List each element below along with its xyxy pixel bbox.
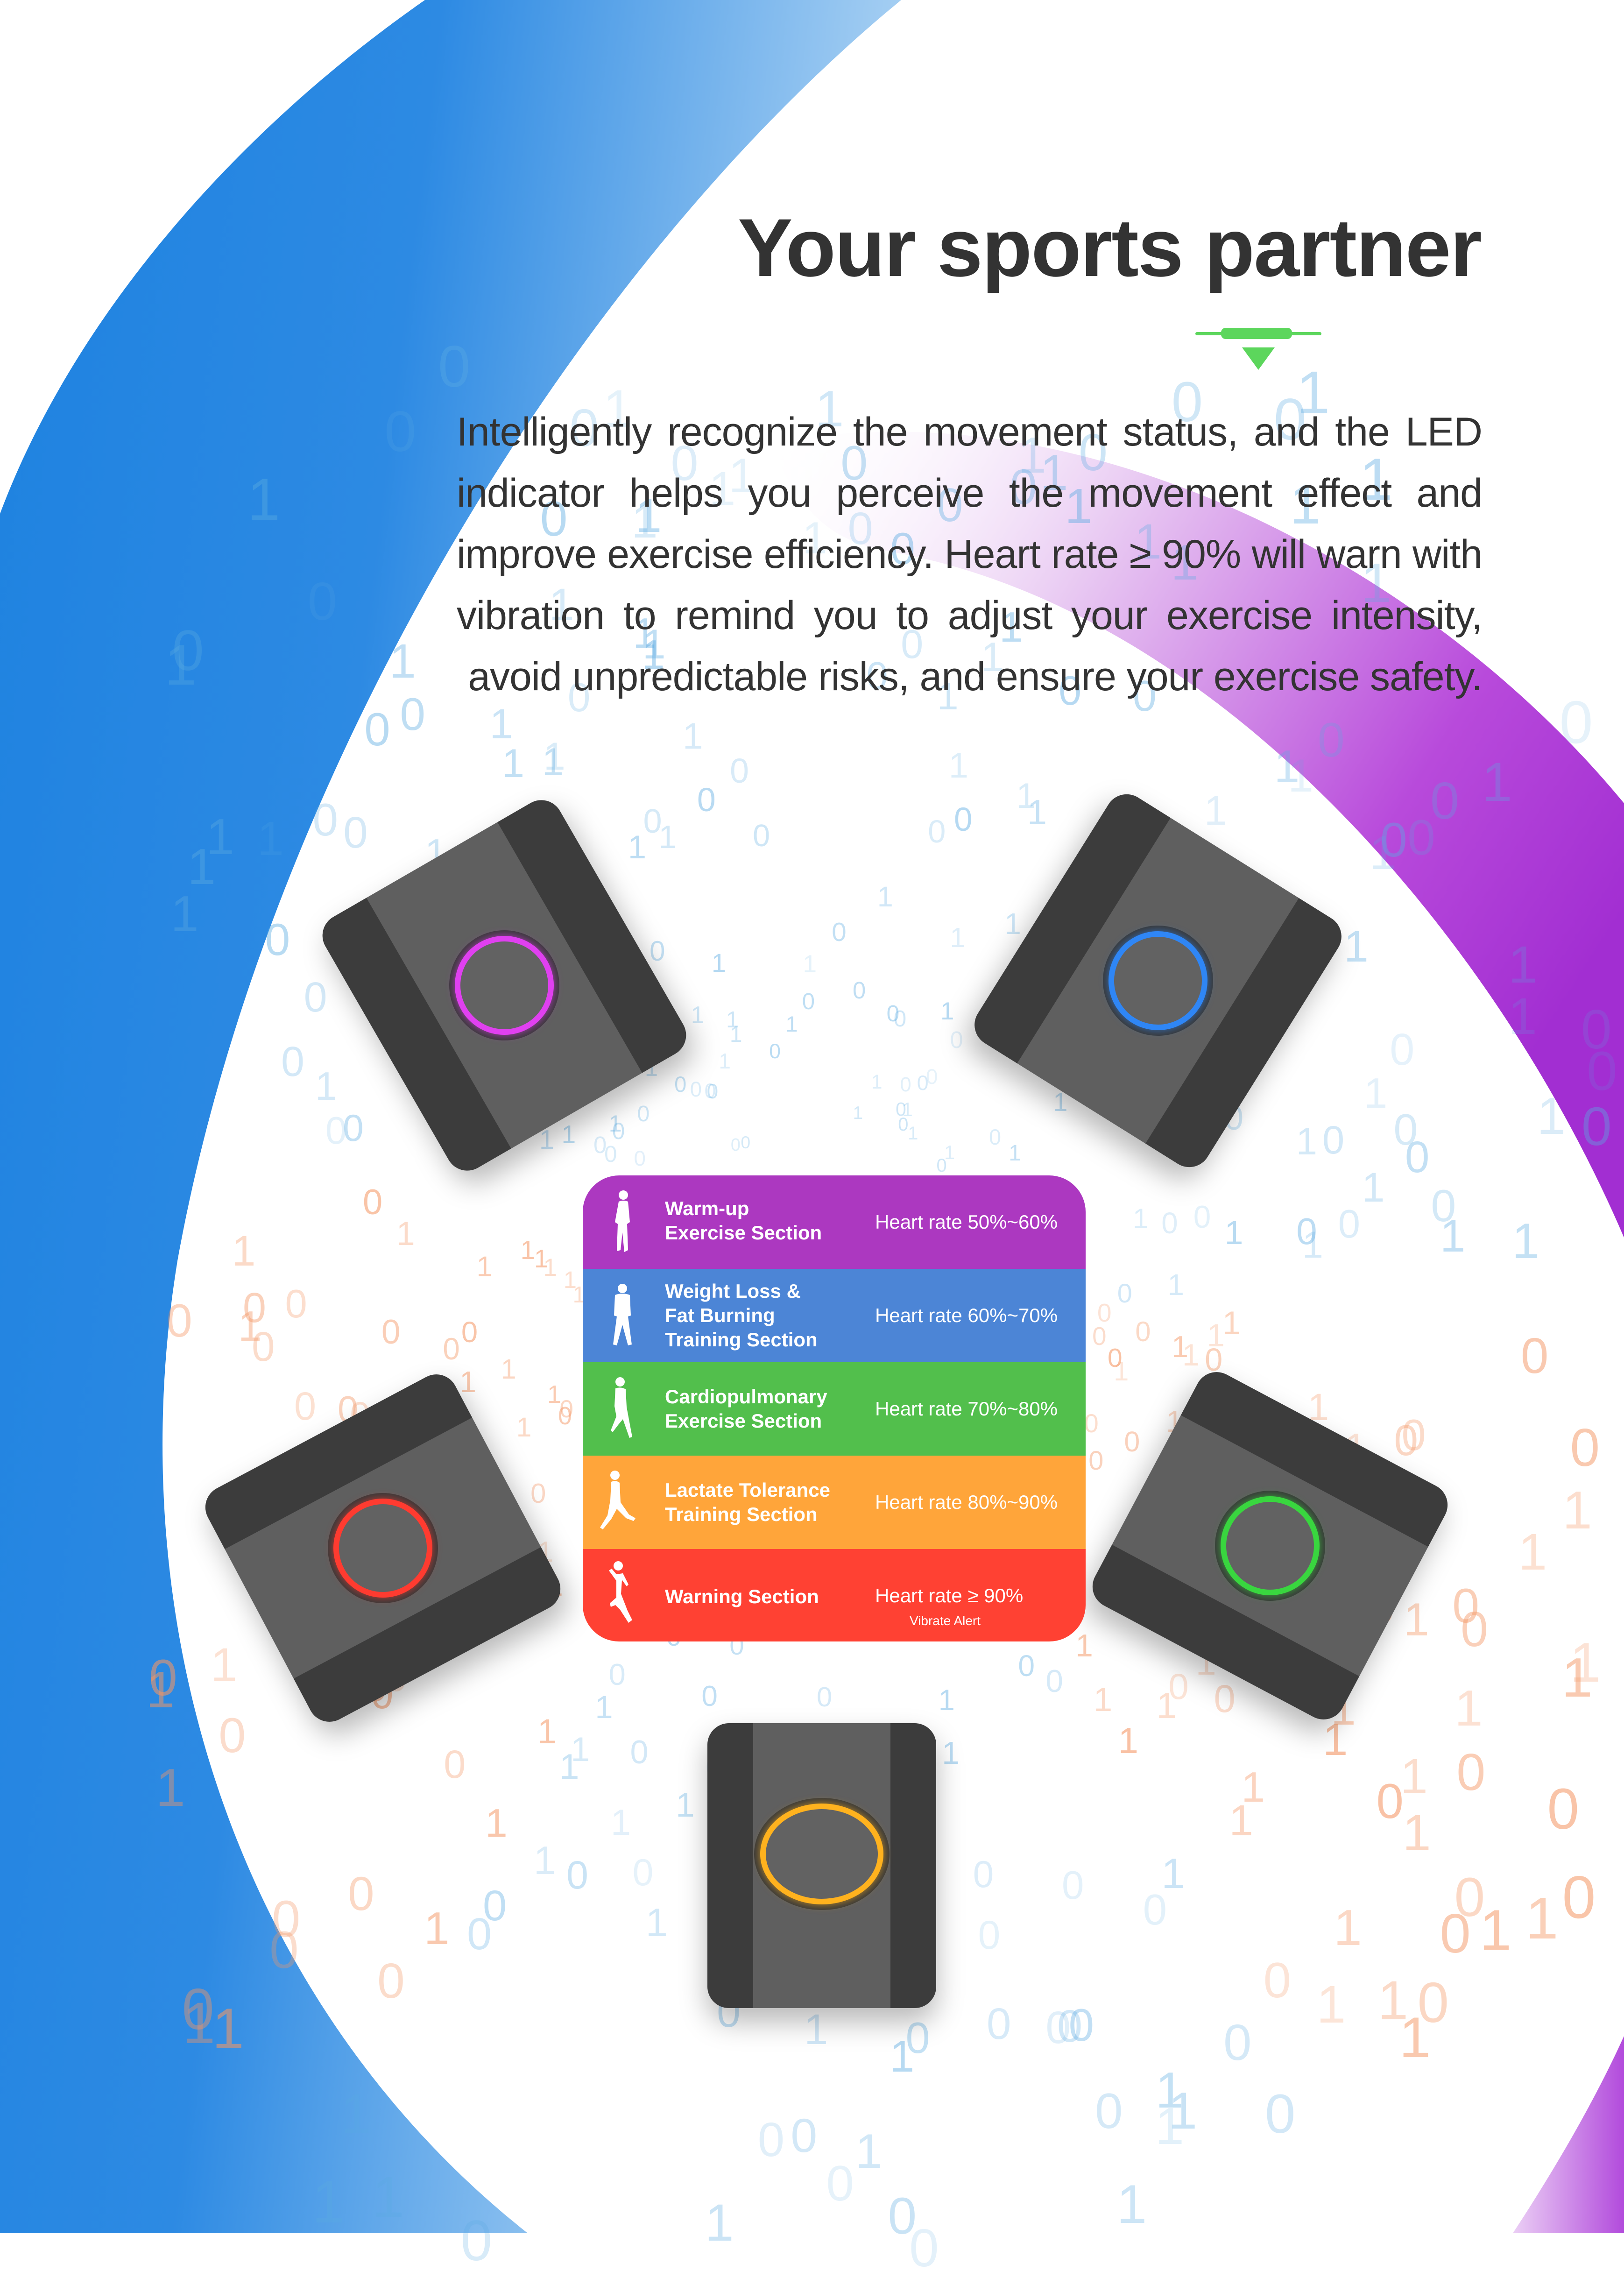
zone-label-line: Lactate Tolerance — [665, 1479, 831, 1501]
vibrate-alert-note: Vibrate Alert — [910, 1613, 981, 1628]
zone-heart-rate: Heart rate ≥ 90% — [875, 1585, 1024, 1606]
led-ring — [760, 1804, 883, 1904]
zone-heart-rate: Heart rate 70%~80% — [875, 1398, 1058, 1420]
standing-figure-icon — [613, 1284, 632, 1345]
device-yellow-led — [707, 1723, 936, 2008]
zone-heart-rate: Heart rate 60%~70% — [875, 1304, 1058, 1326]
zone-heart-rate: Heart rate 50%~60% — [875, 1211, 1058, 1233]
zone-label-line: Weight Loss & — [665, 1280, 801, 1302]
divider-arrow-icon — [1195, 328, 1321, 370]
zone-label-line: Exercise Section — [665, 1222, 822, 1244]
page-title: Your sports partner — [738, 202, 1482, 294]
zone-row-cardio: Cardiopulmonary Exercise Section Heart r… — [583, 1362, 1086, 1456]
walking-figure-icon — [615, 1190, 630, 1252]
zone-label-line: Exercise Section — [665, 1410, 822, 1432]
zone-label-line: Cardiopulmonary — [665, 1386, 827, 1408]
zone-heart-rate: Heart rate 80%~90% — [875, 1491, 1058, 1513]
sprinting-figure-icon — [609, 1561, 632, 1623]
zone-row-warm-up: Warm-up Exercise Section Heart rate 50%~… — [583, 1175, 1086, 1269]
description-paragraph: Intelligently recognize the movement sta… — [457, 410, 1483, 699]
purple-arc-upper — [770, 432, 1624, 1238]
zone-label-line: Warning Section — [665, 1585, 819, 1607]
purple-arc-lower — [1513, 2036, 1624, 2233]
running-figure-icon — [600, 1471, 635, 1529]
zone-row-warning: Warning Section Heart rate ≥ 90% Vibrate… — [583, 1549, 1086, 1641]
heart-rate-zone-card: Warm-up Exercise Section Heart rate 50%~… — [583, 1175, 1086, 1641]
blue-arc — [0, 0, 901, 2233]
zone-label-line: Warm-up — [665, 1197, 749, 1219]
jogging-figure-icon — [611, 1377, 632, 1438]
zone-row-fat-burning: Weight Loss & Fat Burning Training Secti… — [583, 1269, 1086, 1362]
zone-label-line: Training Section — [665, 1329, 818, 1351]
zone-row-lactate: Lactate Tolerance Training Section Heart… — [583, 1456, 1086, 1549]
zone-label-line: Training Section — [665, 1503, 818, 1525]
zone-label-line: Fat Burning — [665, 1304, 775, 1326]
